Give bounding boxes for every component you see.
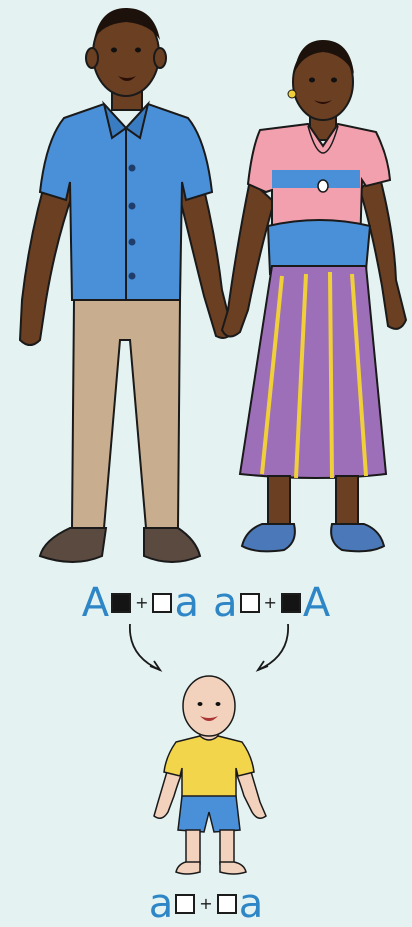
parents-genotype-row: A + a a + A (0, 583, 412, 623)
mother-figure (210, 30, 410, 570)
child-allele-2-box-empty (217, 894, 237, 914)
child-genotype: a + a (149, 884, 263, 924)
father-allele-2-box-empty (152, 593, 172, 613)
child-allele-1-letter: a (149, 884, 174, 924)
mother-genotype: a + A (213, 583, 330, 623)
mother-allele-1-letter: a (213, 583, 238, 623)
father-allele-1-letter: A (82, 583, 109, 623)
mother-allele-1-box-empty (240, 593, 260, 613)
mother-plus-sign: + (264, 595, 277, 611)
inheritance-arrows (0, 620, 412, 680)
child-allele-1-box-empty (175, 894, 195, 914)
father-plus-sign: + (135, 595, 148, 611)
father-genotype: A + a (82, 583, 199, 623)
mother-allele-2-letter: A (303, 583, 330, 623)
child-figure (140, 672, 280, 882)
child-genotype-row: a + a (0, 884, 412, 924)
father-allele-2-letter: a (174, 583, 199, 623)
father-allele-1-box-filled (111, 593, 131, 613)
child-allele-2-letter: a (239, 884, 264, 924)
child-plus-sign: + (199, 896, 212, 912)
mother-allele-2-box-filled (281, 593, 301, 613)
